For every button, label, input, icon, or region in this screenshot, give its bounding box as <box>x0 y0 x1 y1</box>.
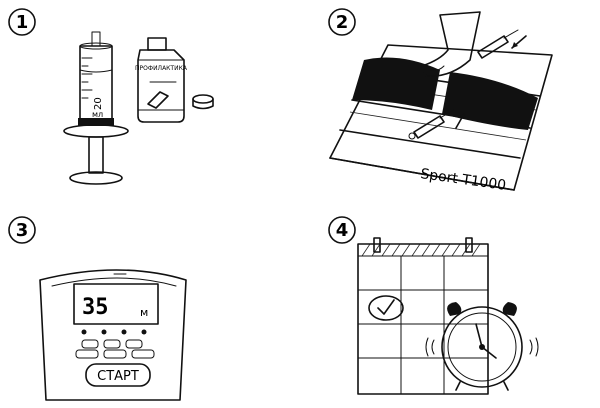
console-button-2[interactable] <box>103 339 121 349</box>
step-1-number-badge: 1 <box>8 8 36 36</box>
indicator-dots <box>81 329 147 335</box>
step-4-number-badge: 4 <box>328 216 356 244</box>
treadmill-belt: Sport T1000 <box>329 44 553 194</box>
tray-label: Sport T1000 <box>419 166 507 194</box>
console-button-5[interactable] <box>103 349 127 359</box>
syringe-top-icon <box>477 29 527 59</box>
step-2-number: 2 <box>336 12 349 33</box>
step-4-illustration: 4 <box>328 216 539 395</box>
syringe-icon: 20 мл <box>63 31 129 185</box>
console-button-4[interactable] <box>75 349 99 359</box>
step-3-number: 3 <box>16 220 29 241</box>
step-3-number-badge: 3 <box>8 216 36 244</box>
hand-icon <box>421 11 481 77</box>
step-2-illustration: 2 Sport T1000 <box>328 8 553 194</box>
step-2-panel: 2 Sport T1000 <box>300 0 600 200</box>
step-1-illustration: 1 20 мл <box>8 8 214 185</box>
step-1-panel: 1 20 мл <box>0 0 300 200</box>
step-4-number: 4 <box>336 220 349 241</box>
console-button-3[interactable] <box>125 339 143 349</box>
display-value: 35 <box>82 295 109 320</box>
marked-day-circle <box>368 295 404 321</box>
step-4-panel: 4 <box>300 204 600 408</box>
bottle-icon: ПРОФИЛАКТИКА <box>135 37 188 123</box>
bottle-label: ПРОФИЛАКТИКА <box>135 65 188 72</box>
start-button-label: СТАРТ <box>97 369 139 384</box>
arrow-down-icon <box>512 42 518 48</box>
console-display <box>73 283 159 325</box>
bottle-cap-icon <box>192 94 214 110</box>
treadmill-console: 35 м СТАРТ <box>39 269 187 401</box>
console-button-6[interactable] <box>131 349 155 359</box>
step-3-panel: 3 35 м <box>0 204 300 408</box>
step-2-number-badge: 2 <box>328 8 356 36</box>
checkmark-icon <box>377 299 395 315</box>
syringe-bottom-icon <box>408 109 466 140</box>
step-1-number: 1 <box>16 12 29 33</box>
arrow-up-icon <box>460 114 466 118</box>
calendar-icon <box>357 237 489 395</box>
step-3-illustration: 3 35 м <box>8 216 187 401</box>
display-unit: м <box>140 306 148 319</box>
alarm-clock-icon <box>425 302 539 391</box>
syringe-scale-label: 20 <box>93 97 104 110</box>
start-button[interactable]: СТАРТ <box>85 363 151 387</box>
console-button-1[interactable] <box>81 339 99 349</box>
syringe-unit-label: мл <box>92 110 103 119</box>
